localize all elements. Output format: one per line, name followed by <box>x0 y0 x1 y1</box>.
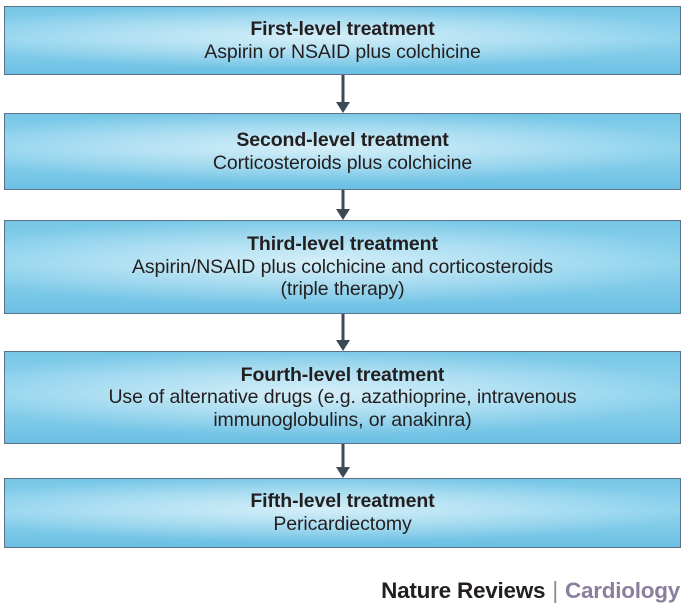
arrow-shaft <box>341 314 344 341</box>
step-detail-line: immunoglobulins, or anakinra) <box>213 408 472 431</box>
arrow-head <box>335 340 350 351</box>
flowchart-step-first-level: First-level treatment Aspirin or NSAID p… <box>4 6 681 75</box>
journal-branding: Nature Reviews | Cardiology <box>381 577 680 604</box>
step-title: Fifth-level treatment <box>250 490 435 513</box>
step-detail-line: Aspirin/NSAID plus colchicine and cortic… <box>131 255 554 278</box>
down-arrow-icon <box>335 444 351 478</box>
arrow-shaft <box>341 190 344 210</box>
flowchart-step-third-level: Third-level treatment Aspirin/NSAID plus… <box>4 220 681 314</box>
branding-separator: | <box>552 577 558 603</box>
step-detail-line: Aspirin or NSAID plus colchicine <box>204 40 481 63</box>
arrow-shaft <box>341 75 344 103</box>
step-detail-line: Corticosteroids plus colchicine <box>212 151 473 174</box>
step-detail-line: Use of alternative drugs (e.g. azathiopr… <box>108 386 577 409</box>
flowchart-step-second-level: Second-level treatment Corticosteroids p… <box>4 113 681 190</box>
step-detail-line: (triple therapy) <box>280 278 405 301</box>
down-arrow-icon <box>335 314 351 351</box>
arrow-head <box>335 209 350 220</box>
down-arrow-icon <box>335 190 351 220</box>
down-arrow-icon <box>335 75 351 113</box>
step-detail-line: Pericardiectomy <box>273 513 412 535</box>
step-title: Fourth-level treatment <box>240 363 445 386</box>
journal-name: Cardiology <box>564 578 680 603</box>
flowchart-step-fifth-level: Fifth-level treatment Pericardiectomy <box>4 478 681 548</box>
flowchart-step-fourth-level: Fourth-level treatment Use of alternativ… <box>4 351 681 444</box>
step-title: Second-level treatment <box>236 128 449 151</box>
arrow-head <box>335 467 350 478</box>
publisher-name: Nature Reviews <box>381 578 546 603</box>
step-title: First-level treatment <box>250 17 435 40</box>
arrow-shaft <box>341 444 344 468</box>
arrow-head <box>335 102 350 113</box>
step-title: Third-level treatment <box>247 233 438 256</box>
